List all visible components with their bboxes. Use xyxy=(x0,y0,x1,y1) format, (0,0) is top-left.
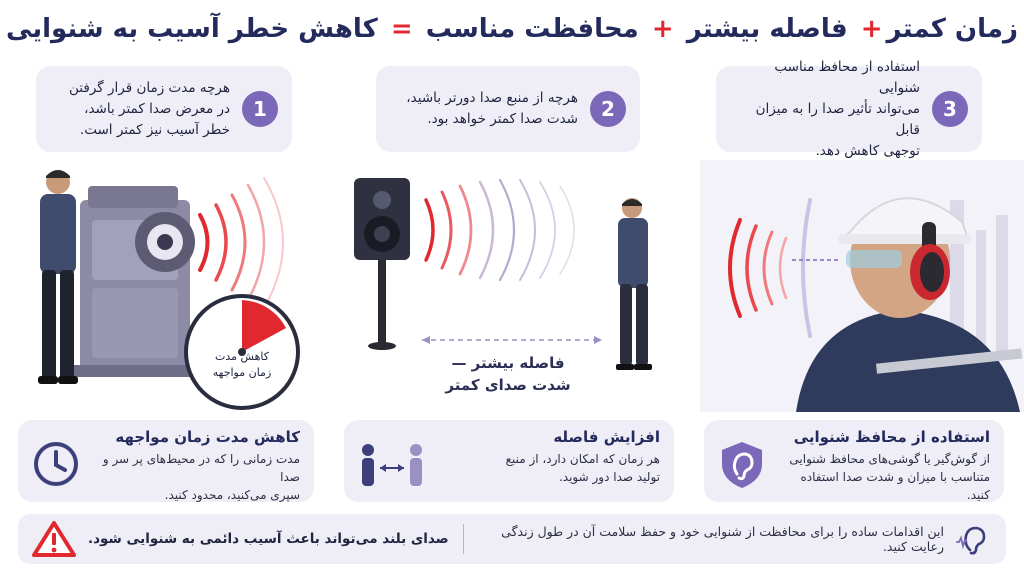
info-card-text-line: از گوش‌گیر یا گوشی‌های محافظ شنوایی xyxy=(789,452,990,466)
info-card-hearing-protection: استفاده از محافظ شنوایی از گوش‌گیر یا گو… xyxy=(704,420,1004,502)
page-title: زمان کمتر+ فاصله بیشتر + محافظت مناسب = … xyxy=(0,14,1024,44)
clock-icon xyxy=(34,442,78,486)
machine-icon xyxy=(70,186,200,377)
ear-sound-icon xyxy=(956,526,986,555)
distance-caption-line: شدت صدای کمتر xyxy=(445,376,571,394)
fading-sound-waves xyxy=(424,178,575,282)
step-text-line: در معرض صدا کمتر باشد، xyxy=(84,100,230,117)
step-text-line: استفاده از محافظ مناسب شنوایی xyxy=(774,58,920,96)
step-text-line: می‌تواند تأثیر صدا را به میزان قابل xyxy=(755,100,920,138)
info-card-title: استفاده از محافظ شنوایی xyxy=(793,428,990,446)
divider xyxy=(462,524,464,554)
blocked-sound-waves xyxy=(728,198,812,338)
step-card-time: 1 هرچه مدت زمان قرار گرفتن در معرض صدا ک… xyxy=(36,66,292,152)
info-card-title: کاهش مدت زمان مواجهه xyxy=(115,428,300,446)
step-text: هرچه از منبع صدا دورتر باشید، شدت صدا کم… xyxy=(406,88,578,130)
step-card-protection: 3 استفاده از محافظ مناسب شنوایی می‌تواند… xyxy=(716,59,982,159)
info-card-body: کاهش مدت زمان مواجهه مدت زمانی را که در … xyxy=(90,428,300,504)
ear-shield-icon xyxy=(722,442,762,488)
step-card-distance: 2 هرچه از منبع صدا دورتر باشید، شدت صدا … xyxy=(376,66,640,152)
info-card-text-line: تولید صدا دور شوید. xyxy=(558,470,660,484)
title-plus: + xyxy=(860,14,883,44)
arrow-head-left-icon xyxy=(422,336,430,344)
step-text-line: هرچه از منبع صدا دورتر باشید، xyxy=(406,90,578,106)
info-card-text-line: متناسب با میزان و شدت صدا استفاده کنید. xyxy=(800,470,991,502)
step-number-badge: 3 xyxy=(932,91,968,127)
title-equals: = xyxy=(390,14,413,44)
worker-figure xyxy=(38,170,78,384)
info-card-reduce-time: کاهش مدت زمان مواجهه مدت زمانی را که در … xyxy=(18,420,314,502)
info-card-title: افزایش فاصله xyxy=(553,428,660,446)
title-plus: + xyxy=(651,14,674,44)
speaker-distance-illustration xyxy=(354,178,652,370)
step-text-line: شدت صدا کمتر خواهد بود. xyxy=(427,111,578,127)
bottom-message: این اقدامات ساده را برای محافظت از شنوای… xyxy=(501,524,944,554)
reduced-time-timer xyxy=(184,294,300,410)
bottom-message-bar: این اقدامات ساده را برای محافظت از شنوای… xyxy=(18,514,1006,564)
info-card-text-line: مدت زمانی را که در محیط‌های پر سر و صدا xyxy=(102,452,300,484)
info-card-body: افزایش فاصله هر زمان که امکان دارد، از م… xyxy=(436,428,660,486)
info-card-text: هر زمان که امکان دارد، از منبع تولید صدا… xyxy=(436,450,660,486)
title-part-time: زمان کمتر xyxy=(886,14,1018,44)
worker-with-earmuffs xyxy=(796,197,1023,412)
people-distance-icon xyxy=(362,444,422,486)
hearing-protection-illustration xyxy=(700,160,1024,412)
step-text-line: هرچه مدت زمان قرار گرفتن xyxy=(69,79,230,96)
warning-text: صدای بلند می‌تواند باعث آسیب دائمی به شن… xyxy=(88,531,449,547)
title-part-result: کاهش خطر آسیب به شنوایی xyxy=(6,14,378,44)
listener-figure xyxy=(616,198,652,370)
step-text-line: خطر آسیب نیز کمتر است. xyxy=(79,121,230,138)
info-card-body: استفاده از محافظ شنوایی از گوش‌گیر یا گو… xyxy=(776,428,990,504)
speaker-icon xyxy=(354,178,410,350)
loud-sound-waves xyxy=(198,177,284,309)
info-card-text-line: سپری می‌کنید، محدود کنید. xyxy=(164,488,300,502)
distance-caption: فاصله بیشتر — شدت صدای کمتر xyxy=(418,352,598,396)
machine-worker-illustration: کاهش مدت زمان مواجهه xyxy=(38,170,300,410)
info-card-text: از گوش‌گیر یا گوشی‌های محافظ شنوایی متنا… xyxy=(776,450,990,504)
title-part-protection: محافظت مناسب xyxy=(425,14,639,44)
step-number-badge: 2 xyxy=(590,91,626,127)
timer-label-line: زمان مواجهه xyxy=(213,366,272,379)
title-part-distance: فاصله بیشتر xyxy=(686,14,848,44)
timer-label-line: کاهش مدت xyxy=(215,350,270,363)
step-text: استفاده از محافظ مناسب شنوایی می‌تواند ت… xyxy=(730,57,920,162)
info-card-text: مدت زمانی را که در محیط‌های پر سر و صدا … xyxy=(90,450,300,504)
info-card-increase-distance: افزایش فاصله هر زمان که امکان دارد، از م… xyxy=(344,420,674,502)
distance-caption-line: فاصله بیشتر — xyxy=(451,354,565,372)
step-text-line: توجهی کاهش دهد. xyxy=(815,142,920,159)
step-number-badge: 1 xyxy=(242,91,278,127)
info-card-text-line: هر زمان که امکان دارد، از منبع xyxy=(505,452,660,466)
warning-triangle-icon xyxy=(32,521,76,557)
arrow-head-right-icon xyxy=(594,336,602,344)
step-text: هرچه مدت زمان قرار گرفتن در معرض صدا کمت… xyxy=(69,78,230,141)
